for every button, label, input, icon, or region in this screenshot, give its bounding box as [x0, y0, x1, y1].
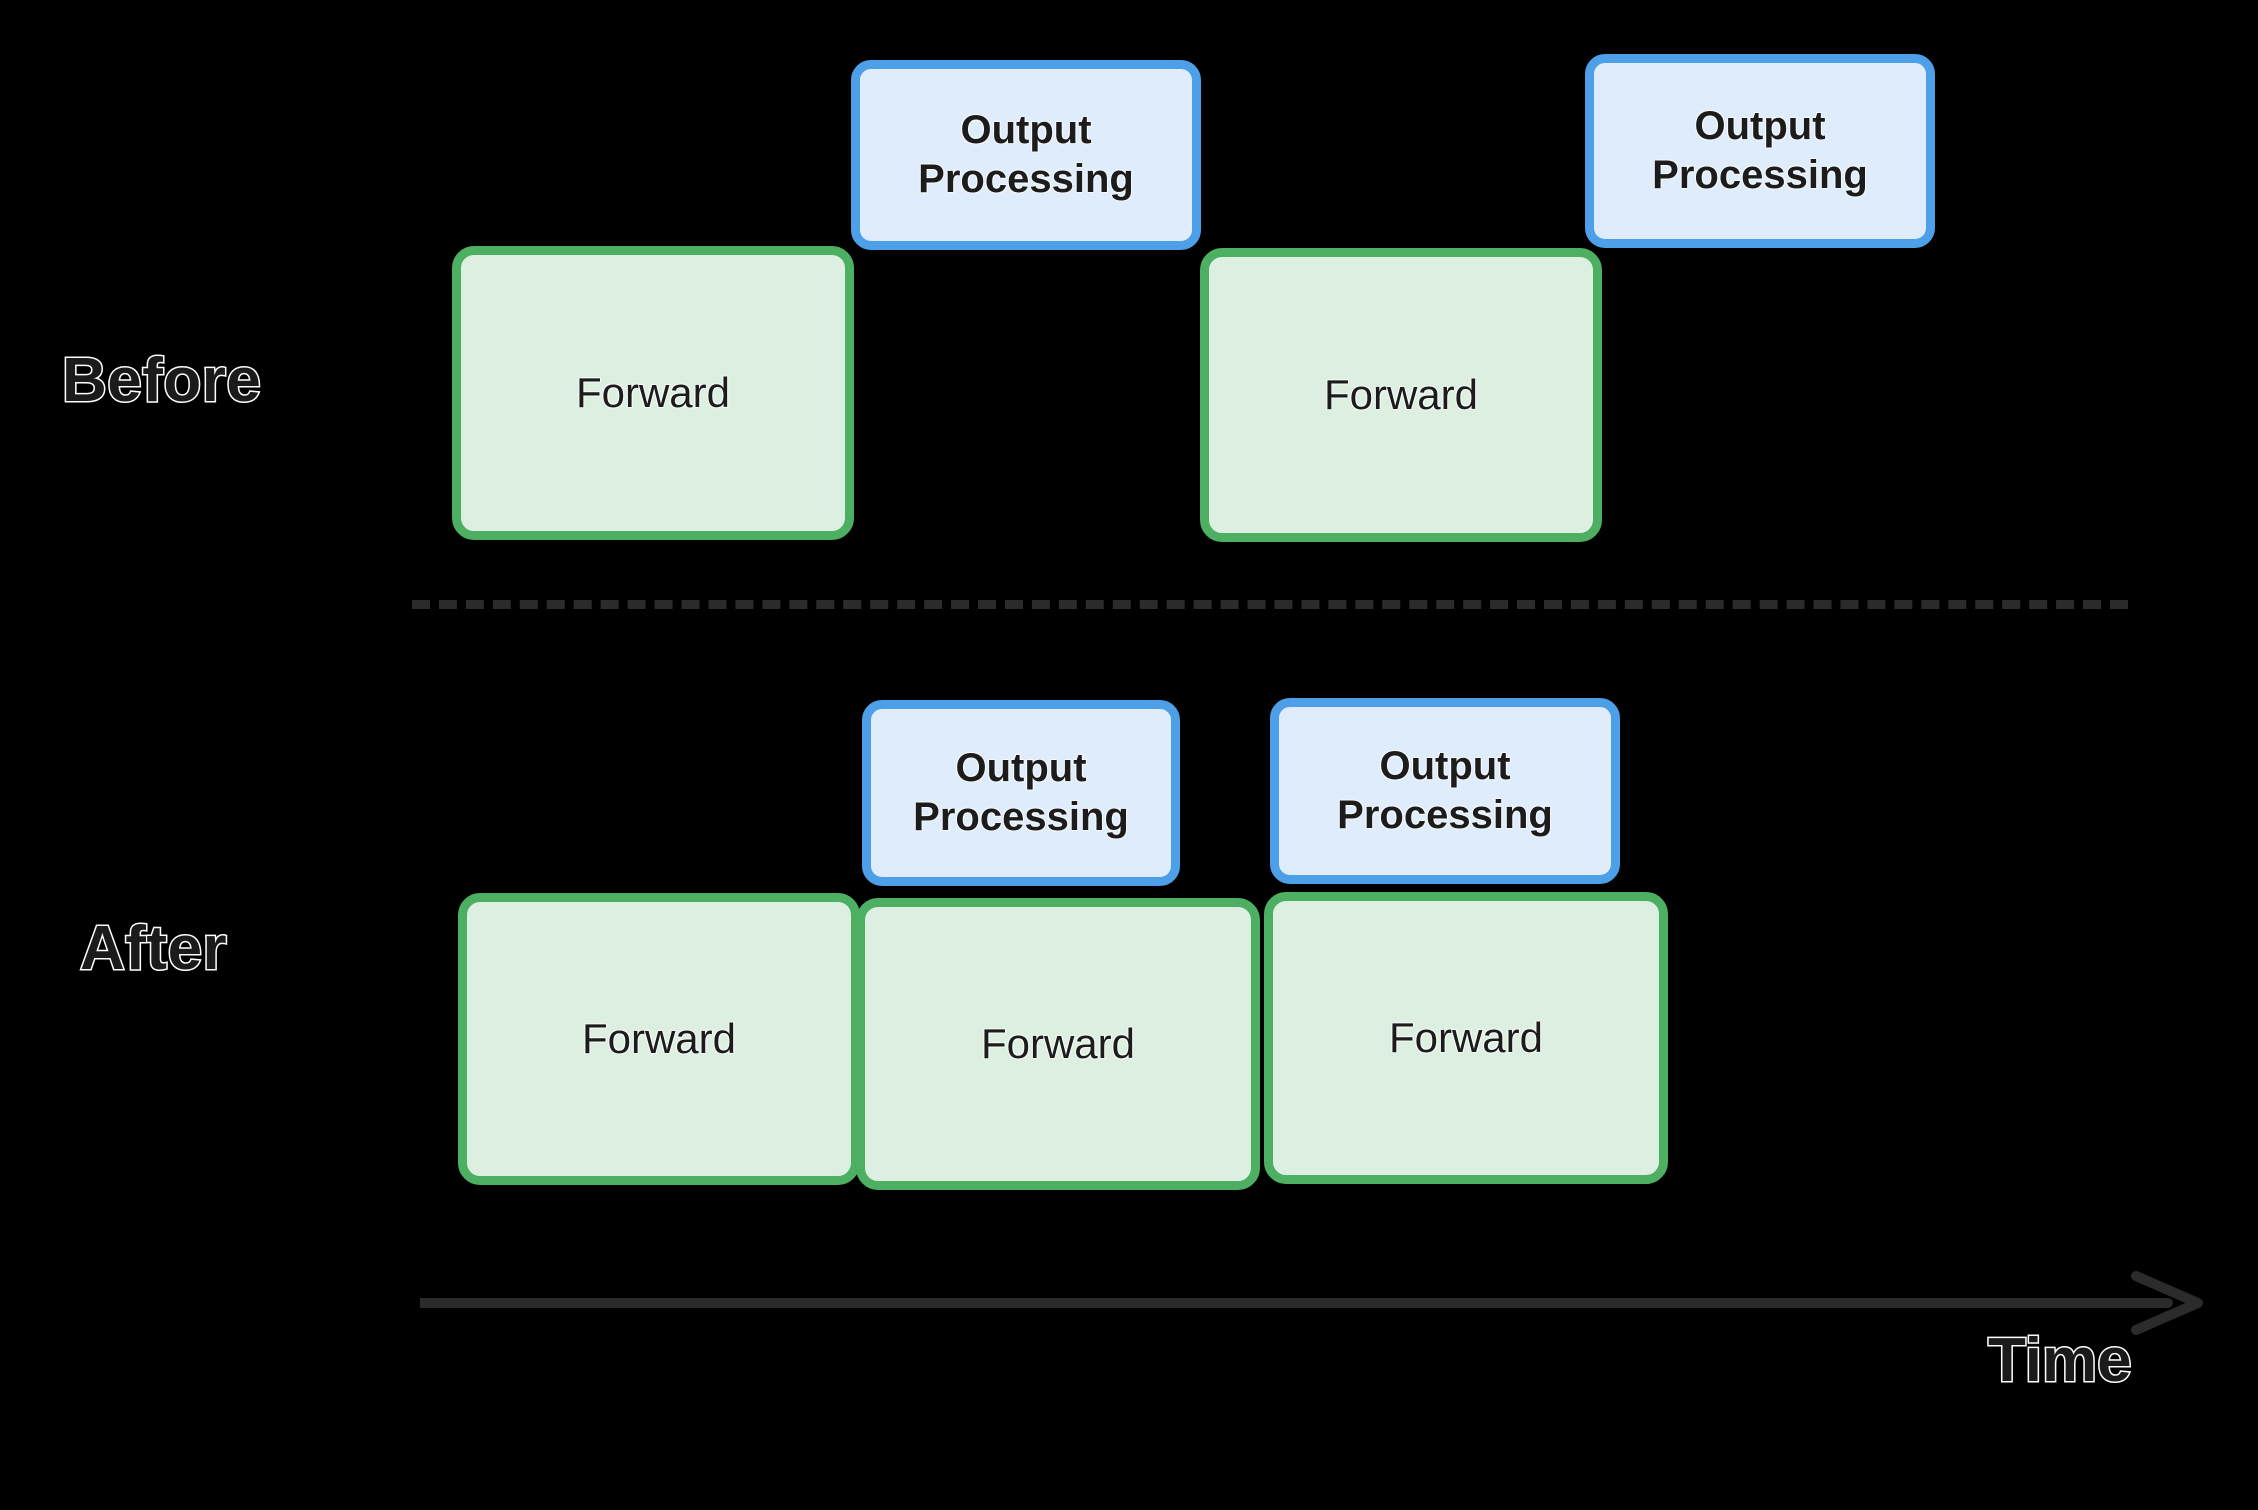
after-forward-block-2: Forward	[856, 898, 1260, 1190]
time-axis-arrow-right-icon	[420, 1271, 2203, 1335]
block-label-line2: Processing	[913, 795, 1129, 839]
time-axis-label: Time	[1987, 1326, 2134, 1395]
block-label-line2: Processing	[1337, 793, 1553, 837]
block-label: Forward	[1323, 370, 1479, 418]
block-label-line2: Processing	[1652, 153, 1868, 197]
block-label-line2: Processing	[918, 157, 1134, 201]
after-forward-block-1: Forward	[458, 893, 860, 1185]
block-label: Forward	[581, 1014, 737, 1062]
block-label: Forward	[575, 368, 731, 416]
block-label-line1: Output	[955, 746, 1087, 791]
block-label-line1: Output	[960, 108, 1092, 153]
before-forward-block-1: Forward	[452, 246, 854, 540]
block-label-line1: Output	[1694, 104, 1826, 149]
section-divider	[412, 600, 2128, 609]
row-label-after: After	[78, 914, 228, 983]
block-label-line1: Output	[1379, 744, 1511, 789]
after-forward-block-3: Forward	[1264, 892, 1668, 1184]
block-label: Forward	[980, 1019, 1136, 1067]
row-label-before: Before	[60, 346, 262, 415]
before-forward-block-2: Forward	[1200, 248, 1602, 542]
block-label: Forward	[1388, 1013, 1544, 1061]
